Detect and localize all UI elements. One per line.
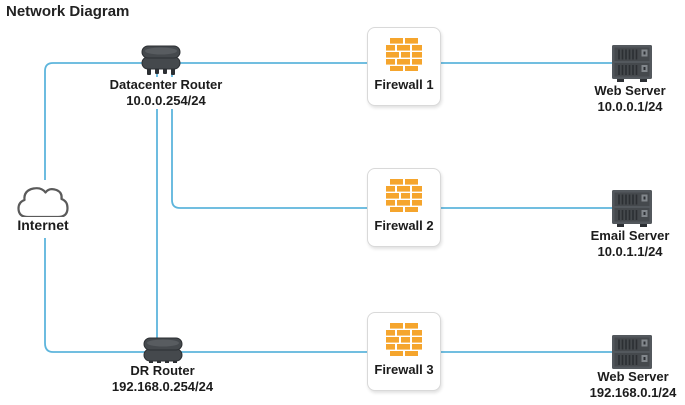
email-server-name: Email Server [590,228,670,243]
email-server-node [612,190,652,232]
web-server1-label: Web Server 10.0.0.1/24 [560,83,685,115]
page-title: Network Diagram [6,3,130,20]
firewall-icon [386,38,422,71]
email-server-ip: 10.0.1.1/24 [597,244,663,259]
web-server1-node [612,45,652,87]
web-server1-name: Web Server [594,83,666,98]
dr-router-ip: 192.168.0.254/24 [111,379,214,394]
firewall1-label: Firewall 1 [374,77,434,92]
router-icon [141,45,181,75]
firewall1-node: Firewall 1 [367,27,441,106]
line-internet-to-datacenter-router-to-webserver1 [44,62,612,180]
datacenter-router-node [140,44,182,82]
datacenter-router-label: Datacenter Router 10.0.0.254/24 [95,77,237,109]
line-datacenter-router-to-emailserver [171,66,612,209]
firewall-icon [386,323,422,356]
firewall2-label: Firewall 2 [374,218,434,233]
web-server1-ip: 10.0.0.1/24 [597,99,663,114]
server-icon [612,190,652,227]
email-server-label: Email Server 10.0.1.1/24 [555,228,685,260]
server-icon [612,335,652,372]
datacenter-router-ip: 10.0.0.254/24 [126,93,206,108]
web-server2-name: Web Server [597,369,669,384]
firewall3-label: Firewall 3 [374,362,434,377]
web-server2-node [612,335,652,377]
firewall3-node: Firewall 3 [367,312,441,391]
internet-node [14,182,72,225]
firewall2-node: Firewall 2 [367,168,441,247]
datacenter-router-name: Datacenter Router [109,77,223,92]
web-server2-ip: 192.168.0.1/24 [589,385,677,400]
web-server2-label: Web Server 192.168.0.1/24 [557,369,685,401]
firewall-icon [386,179,422,212]
dr-router-label: DR Router 192.168.0.254/24 [85,363,240,395]
internet-label: Internet [8,217,78,233]
server-icon [612,45,652,82]
cloud-icon [17,187,69,219]
line-internet-to-dr-router-to-webserver2 [44,238,612,353]
dr-router-name: DR Router [130,363,195,378]
